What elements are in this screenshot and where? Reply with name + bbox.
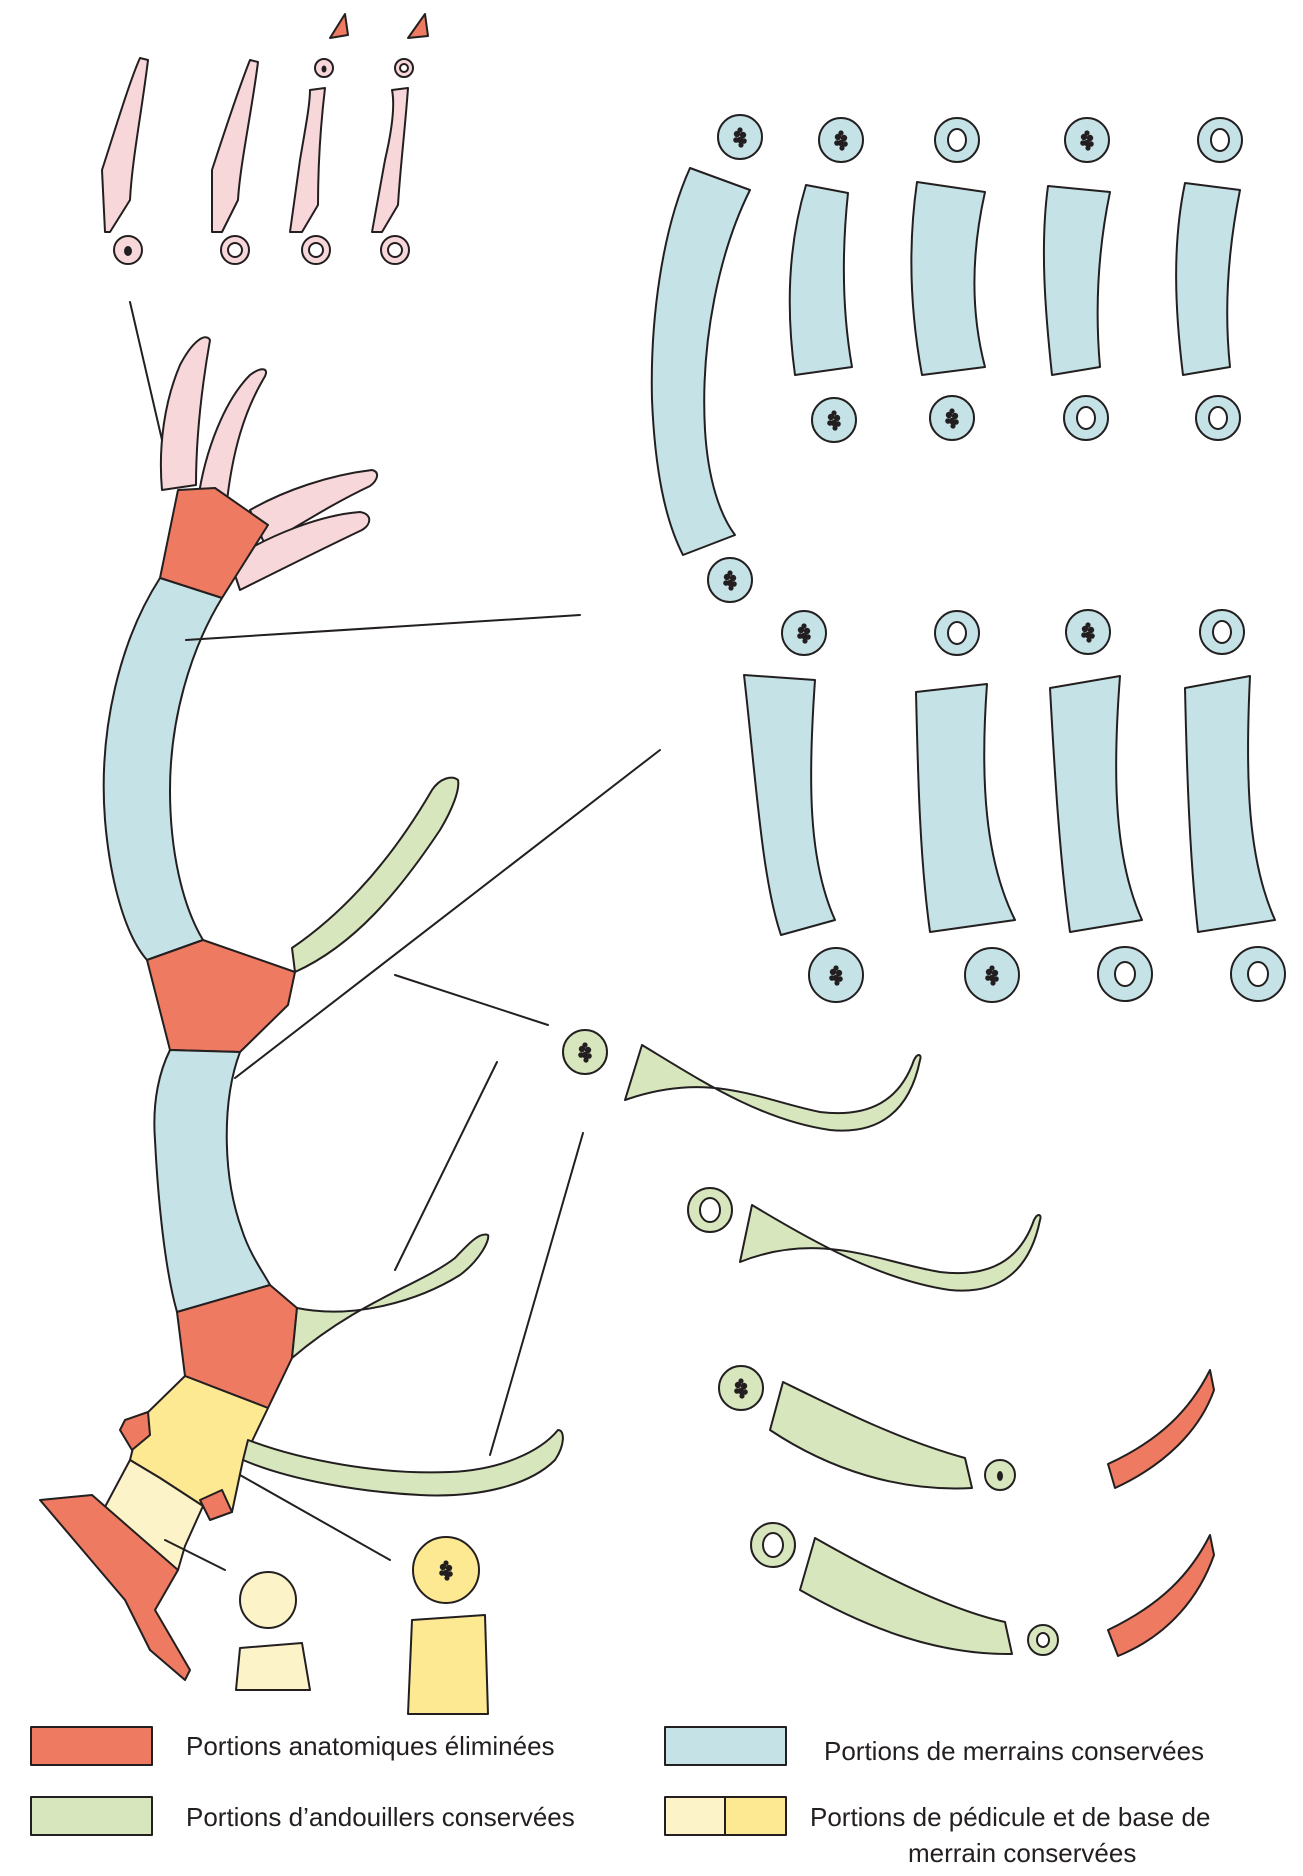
beam-piece-4	[1044, 186, 1110, 375]
legend-label-pedicle-line1: Portions de pédicule et de base de	[810, 1802, 1210, 1832]
upper-side-tine	[292, 778, 458, 972]
tine-piece-4	[800, 1538, 1012, 1654]
lower-beam	[154, 1050, 270, 1312]
legend-swatch-eliminated	[31, 1727, 152, 1765]
top-tip-2-eliminated	[408, 14, 428, 38]
top-piece-3	[290, 88, 325, 232]
legend-label-beam: Portions de merrains conservées	[824, 1736, 1204, 1766]
top-piece-1	[102, 58, 148, 232]
middle-junction-eliminated	[147, 940, 295, 1052]
beam-long-piece	[652, 168, 750, 555]
top-piece-2	[212, 60, 258, 232]
beam-piece-2	[790, 185, 852, 375]
top-piece-4	[372, 88, 408, 232]
tine-piece-3	[770, 1382, 972, 1488]
tine-tip-4-eliminated	[1108, 1535, 1214, 1656]
tine-tip-3-eliminated	[1108, 1370, 1214, 1488]
upper-beam-series	[652, 115, 1242, 602]
legend-swatch-beam-base	[725, 1797, 786, 1835]
tine-piece-2	[740, 1205, 1041, 1291]
beam-piece-7	[916, 684, 1015, 932]
pedicle-section	[240, 1572, 296, 1628]
legend-label-tine: Portions d’andouillers conservées	[186, 1802, 575, 1832]
top-tine-1	[161, 337, 210, 490]
legend-swatch-tine	[31, 1797, 152, 1835]
beam-piece-8	[1050, 676, 1142, 932]
brow-tine	[243, 1430, 563, 1495]
legend-label-pedicle-line2: merrain conservées	[908, 1838, 1136, 1868]
base-series	[236, 1537, 488, 1714]
beam-piece-6	[744, 675, 835, 935]
middle-side-tine	[292, 1234, 488, 1358]
beam-piece-3	[911, 182, 985, 375]
legend-label-eliminated: Portions anatomiques éliminées	[186, 1731, 555, 1761]
top-tine-series	[102, 14, 428, 264]
pedicle-piece	[236, 1643, 310, 1690]
top-tip-1-eliminated	[330, 14, 348, 38]
tine-series	[563, 1030, 1214, 1656]
beam-piece-5	[1176, 183, 1240, 375]
lower-beam-series	[744, 610, 1285, 1002]
legend-swatch-pedicle	[665, 1797, 725, 1835]
upper-beam	[104, 578, 222, 960]
tine-piece-1	[625, 1045, 921, 1131]
main-antler	[40, 337, 563, 1680]
beam-piece-9	[1185, 676, 1275, 932]
beam-base-piece	[408, 1615, 488, 1714]
legend-swatch-beam	[665, 1727, 786, 1765]
